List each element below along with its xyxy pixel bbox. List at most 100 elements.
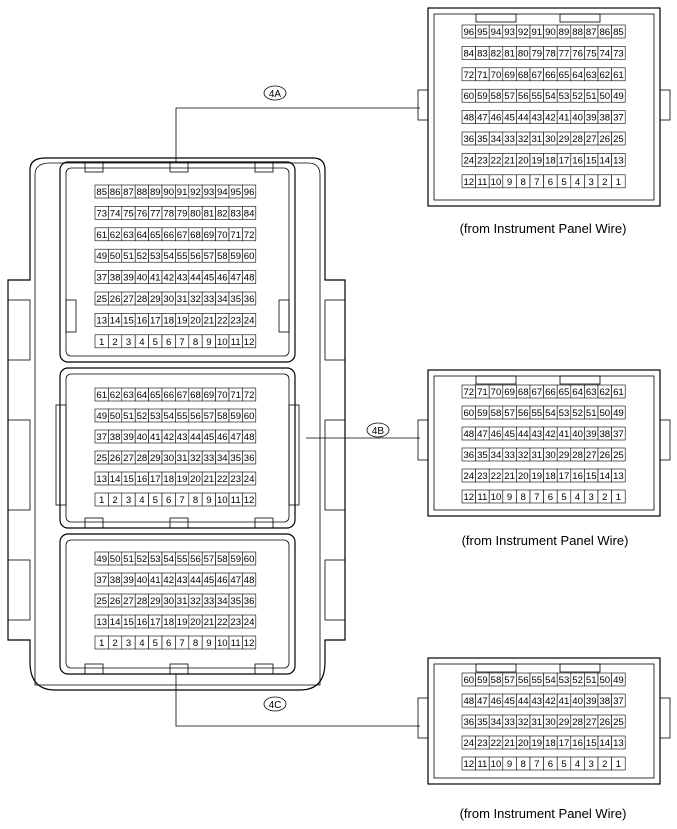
pin-number: 93 [504, 27, 515, 38]
pin-number: 7 [534, 177, 539, 188]
pin-number: 18 [163, 315, 174, 326]
pin-number: 59 [477, 675, 488, 686]
pin-number: 94 [217, 187, 228, 198]
pin-number: 17 [559, 155, 570, 166]
pin-number: 16 [137, 315, 148, 326]
pin-number: 6 [548, 492, 553, 503]
pin-number: 34 [217, 453, 228, 464]
pin-number: 4 [139, 638, 145, 649]
pin-number: 2 [112, 638, 117, 649]
pin-number: 28 [572, 450, 583, 461]
pin-number: 4 [575, 759, 581, 770]
pin-number: 21 [504, 155, 515, 166]
pin-number: 64 [572, 387, 583, 398]
pin-number: 55 [177, 251, 188, 262]
pin-number: 7 [534, 492, 539, 503]
pin-number: 32 [190, 596, 201, 607]
pin-cell [611, 174, 626, 189]
pin-number: 33 [204, 294, 215, 305]
pin-number: 1 [99, 638, 104, 649]
pin-number: 29 [559, 134, 570, 145]
pin-number: 90 [163, 187, 174, 198]
pin-number: 80 [190, 208, 201, 219]
pin-number: 60 [244, 554, 255, 565]
pin-number: 52 [137, 554, 148, 565]
pin-number: 38 [599, 696, 610, 707]
pin-number: 82 [217, 208, 228, 219]
pin-number: 30 [545, 717, 556, 728]
pin-number: 4 [575, 492, 581, 503]
pin-number: 8 [193, 495, 198, 506]
pin-number: 10 [491, 759, 502, 770]
pin-number: 89 [559, 27, 570, 38]
pin-number: 56 [190, 554, 201, 565]
pin-number: 74 [599, 48, 610, 59]
pin-number: 75 [586, 48, 597, 59]
pin-number: 36 [244, 596, 255, 607]
pin-number: 36 [244, 453, 255, 464]
pin-number: 1 [99, 337, 104, 348]
pin-number: 16 [572, 471, 583, 482]
pin-cell [242, 429, 257, 444]
pin-number: 67 [531, 70, 542, 81]
pin-number: 22 [491, 738, 502, 749]
pin-number: 18 [545, 738, 556, 749]
pin-number: 45 [204, 432, 215, 443]
pin-number: 2 [112, 495, 117, 506]
side-connector-4b-body [417, 369, 671, 517]
pin-number: 47 [477, 696, 488, 707]
pin-number: 32 [518, 450, 529, 461]
pin-number: 25 [613, 450, 624, 461]
pin-number: 42 [545, 429, 556, 440]
pin-number: 71 [477, 387, 488, 398]
pin-number: 47 [230, 273, 241, 284]
pin-cell [611, 672, 626, 687]
pin-number: 10 [491, 177, 502, 188]
pin-number: 29 [559, 450, 570, 461]
pin-number: 10 [217, 337, 228, 348]
pin-number: 49 [96, 554, 107, 565]
pin-number: 38 [110, 273, 121, 284]
pin-number: 9 [206, 495, 211, 506]
pin-number: 46 [217, 575, 228, 586]
pin-number: 48 [244, 575, 255, 586]
pin-number: 34 [217, 294, 228, 305]
pin-number: 52 [572, 675, 583, 686]
pin-number: 37 [613, 429, 624, 440]
pin-number: 95 [477, 27, 488, 38]
pin-number: 46 [217, 432, 228, 443]
pin-number: 42 [545, 696, 556, 707]
pin-number: 39 [586, 696, 597, 707]
pin-number: 41 [150, 273, 161, 284]
pin-cell [242, 291, 257, 306]
pin-number: 87 [586, 27, 597, 38]
pin-number: 57 [504, 408, 515, 419]
pin-number: 53 [559, 675, 570, 686]
pin-number: 8 [521, 759, 526, 770]
pin-number: 16 [572, 738, 583, 749]
pin-number: 50 [599, 408, 610, 419]
pin-number: 85 [96, 187, 107, 198]
pin-number: 29 [150, 453, 161, 464]
pin-cell [242, 614, 257, 629]
pin-number: 77 [150, 208, 161, 219]
pin-number: 5 [561, 492, 566, 503]
pin-number: 93 [204, 187, 215, 198]
pin-number: 32 [518, 134, 529, 145]
pin-number: 6 [548, 759, 553, 770]
pin-number: 63 [586, 387, 597, 398]
pin-number: 51 [586, 91, 597, 102]
pin-number: 31 [531, 134, 542, 145]
pin-cell [611, 46, 626, 60]
pin-number: 8 [521, 177, 526, 188]
pin-number: 38 [110, 432, 121, 443]
pin-cell [242, 408, 257, 423]
pin-number: 52 [137, 251, 148, 262]
pin-number: 23 [230, 617, 241, 628]
pin-number: 12 [244, 638, 255, 649]
pin-number: 39 [586, 429, 597, 440]
pin-number: 73 [96, 208, 107, 219]
pin-number: 44 [518, 429, 529, 440]
